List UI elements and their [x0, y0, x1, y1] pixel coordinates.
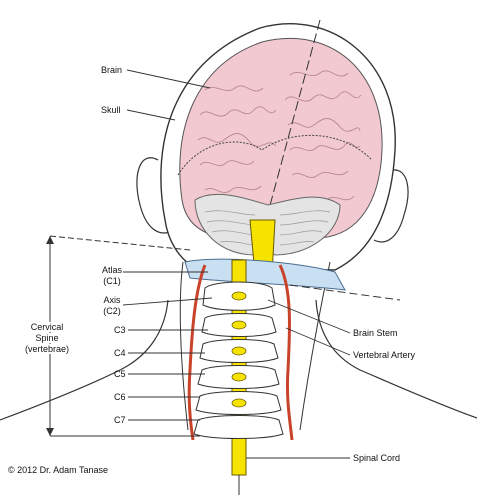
shoulder-outline [315, 299, 477, 419]
label-atlas: Atlas [101, 265, 122, 275]
atlas-plane-line [289, 284, 401, 301]
label-cervical: Cervical [12, 322, 82, 332]
left-ear [136, 157, 171, 234]
label-skull: Skull [101, 105, 121, 115]
cervical-top-tick [49, 235, 191, 251]
label-c5: C5 [114, 369, 126, 379]
label-vertebral-artery: Vertebral Artery [353, 350, 416, 360]
label-spine: Spine [12, 333, 82, 343]
label-brain: Brain [101, 65, 123, 75]
skull-cut-line [177, 135, 373, 176]
shoulder-outline [0, 299, 169, 421]
label-c7: C7 [114, 415, 126, 425]
atlas-plate [184, 258, 346, 291]
label-c3: C3 [114, 325, 126, 335]
label-axis-code: (C2) [103, 306, 121, 316]
leader-lines [122, 69, 351, 459]
label-axis: Axis [103, 295, 121, 305]
cervical-bracket-arrow-top [46, 236, 54, 244]
midline [261, 19, 321, 236]
brain-gyri [197, 70, 362, 203]
vertebra-c7 [193, 415, 284, 439]
label-atlas-code: (C1) [103, 276, 121, 286]
cord-windows [231, 291, 247, 408]
label-c6: C6 [114, 392, 126, 402]
copyright-text: © 2012 Dr. Adam Tanase [8, 465, 109, 475]
label-brain-stem: Brain Stem [353, 328, 398, 338]
right-ear [373, 169, 409, 243]
label-c4: C4 [114, 348, 126, 358]
label-spinal-cord: Spinal Cord [353, 453, 401, 463]
cervical-bracket-arrow-bottom [46, 428, 54, 436]
neck-outline [179, 261, 189, 431]
label-vertebrae: (vertebrae) [12, 344, 82, 354]
vertebrae [193, 281, 284, 439]
vertebral-artery-right [278, 264, 294, 441]
